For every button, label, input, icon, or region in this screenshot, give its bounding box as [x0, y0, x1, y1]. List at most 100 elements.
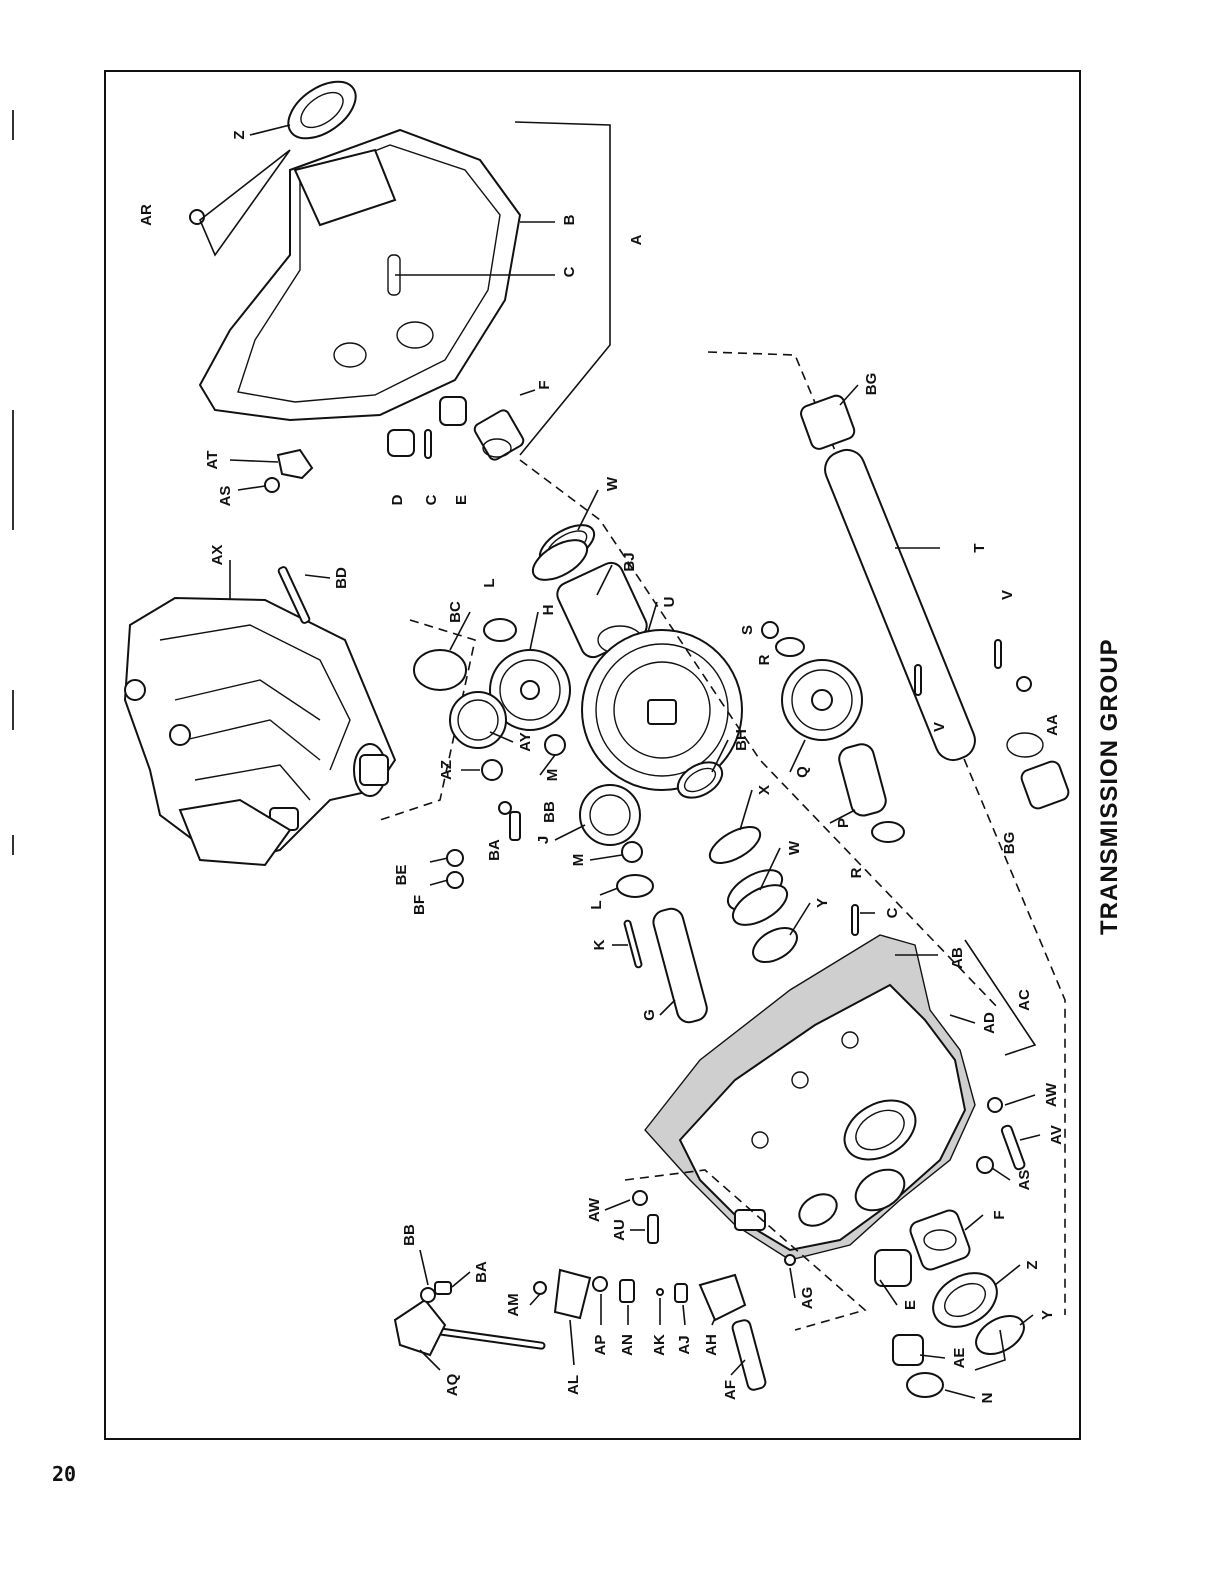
callout-label-bh: BH [733, 729, 750, 751]
pin-am [534, 1282, 546, 1294]
oil-seal-z [278, 70, 365, 150]
washer-r2 [872, 822, 904, 842]
callout-label-r1: R [756, 654, 773, 665]
bushing-bg1 [799, 393, 857, 451]
screw-aa [1017, 677, 1031, 691]
callout-label-aw2: AW [586, 1197, 603, 1222]
callout-label-ac: AC [1016, 989, 1033, 1011]
callout-label-ad: AD [981, 1012, 998, 1034]
callout-label-ap: AP [592, 1335, 609, 1356]
callout-label-w1: W [604, 476, 621, 491]
callout-label-ax: AX [209, 545, 226, 566]
callout-label-bb2: BB [401, 1224, 418, 1246]
callout-label-bg1: BG [863, 373, 880, 396]
bearing-f2 [908, 1208, 972, 1272]
fitting-an [620, 1280, 634, 1302]
callout-label-x: X [756, 785, 773, 795]
callout-label-g: G [641, 1009, 658, 1021]
callout-label-af: AF [722, 1380, 739, 1400]
bolt-av [1001, 1125, 1026, 1171]
callout-label-k: K [591, 939, 608, 950]
callout-label-aw1: AW [1043, 1082, 1060, 1107]
callout-label-c1: C [561, 266, 578, 277]
washer-l2 [617, 875, 653, 897]
transmission-housing-top [200, 70, 520, 420]
callout-label-aa: AA [1044, 714, 1061, 736]
callout-label-e2: E [902, 1300, 919, 1310]
key-k [624, 920, 642, 968]
bushing-e [440, 397, 466, 425]
callout-label-az: AZ [438, 760, 455, 780]
callout-label-l2: L [588, 900, 605, 909]
callout-label-t: T [971, 543, 988, 552]
callout-label-bj: BJ [621, 552, 638, 571]
washer-az [482, 760, 502, 780]
nut-ap [593, 1277, 607, 1291]
seal-n [907, 1373, 943, 1397]
callout-label-v1: V [999, 590, 1016, 600]
seal-x [704, 820, 765, 871]
callout-label-q: Q [794, 766, 811, 778]
callout-label-ah: AH [703, 1334, 720, 1356]
washer-be [447, 850, 463, 866]
callout-label-aj: AJ [676, 1335, 693, 1354]
callout-label-m2: M [570, 854, 587, 867]
callout-label-bc: BC [447, 601, 464, 623]
hydraulic-pump-ax [125, 598, 395, 865]
middle-gear-train [414, 559, 858, 1025]
callout-label-f1: F [536, 380, 553, 389]
callout-label-au: AU [611, 1219, 628, 1241]
washer-aw [988, 1098, 1002, 1112]
callout-label-ba1: BA [486, 839, 503, 861]
plug-ar [190, 210, 204, 224]
callout-label-av: AV [1048, 1125, 1065, 1145]
callout-label-u: U [661, 597, 678, 608]
callout-label-as2: AS [1016, 1170, 1033, 1191]
callout-label-f2: F [991, 1210, 1008, 1219]
callout-label-an: AN [619, 1334, 636, 1356]
callout-label-bb1: BB [541, 801, 558, 823]
bushing-bg2 [1019, 759, 1070, 810]
page-title: TRANSMISSION GROUP [1096, 638, 1124, 935]
callout-label-a: A [628, 234, 645, 245]
callout-label-am: AM [505, 1293, 522, 1316]
callout-label-c3: C [884, 907, 901, 918]
spring-aj [675, 1284, 687, 1302]
dowel-c [425, 430, 431, 458]
shaft-g [651, 906, 710, 1025]
ring-m [545, 735, 565, 755]
oring-bc [414, 650, 466, 690]
callout-label-d: D [389, 494, 406, 505]
bolt-ba2 [435, 1282, 451, 1294]
key-v1 [995, 640, 1001, 668]
washer-r [776, 638, 804, 656]
callout-label-c2: C [423, 494, 440, 505]
nut-bf [447, 872, 463, 888]
snap-ring-s [762, 622, 778, 638]
dowel-c3 [852, 905, 858, 935]
washer-bb2 [421, 1288, 435, 1302]
plug-as [265, 478, 279, 492]
callout-label-ba2: BA [473, 1261, 490, 1283]
callout-label-m1: M [544, 769, 561, 782]
washer-l [484, 619, 516, 641]
bolt-au [648, 1215, 658, 1243]
callout-label-y1: Y [814, 898, 831, 908]
callout-label-ab: AB [949, 947, 966, 969]
callout-label-ae: AE [951, 1348, 968, 1369]
callout-label-z2: Z [1024, 1260, 1041, 1269]
callout-label-as1: AS [217, 486, 234, 507]
callout-label-e1: E [453, 495, 470, 505]
callout-label-r2: R [848, 867, 865, 878]
callout-label-aq: AQ [444, 1373, 461, 1396]
ball-ag [785, 1255, 795, 1265]
callout-label-ar: AR [138, 204, 155, 226]
callout-label-v2: V [931, 722, 948, 732]
key-v2 [915, 665, 921, 695]
shaft-p [837, 742, 889, 819]
lever-al [555, 1270, 590, 1318]
callout-label-at: AT [204, 451, 221, 470]
bushing-ae [893, 1335, 923, 1365]
bearing-f [473, 408, 526, 462]
page-number: 20 [52, 1462, 76, 1486]
